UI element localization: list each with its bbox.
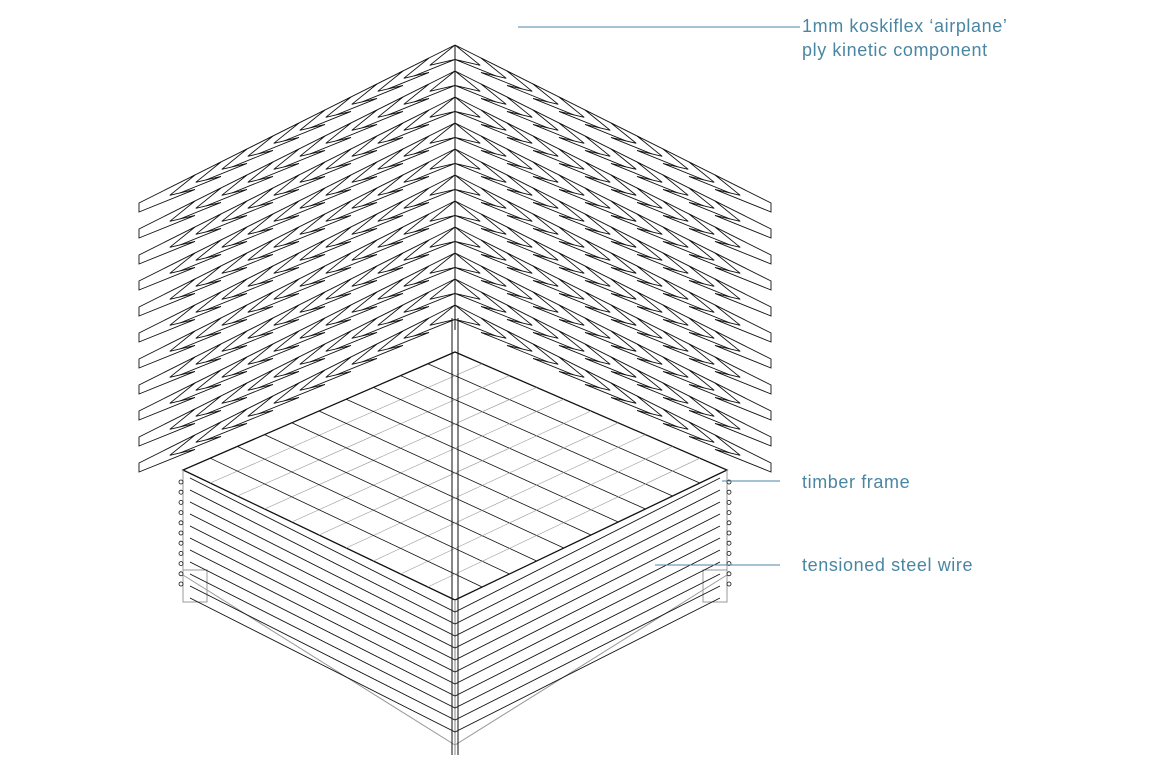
airplane-component [138,408,196,447]
wire-eyelet [178,479,184,485]
wire-eyelet [726,571,732,577]
tensioned-wire-layers [178,363,732,733]
wire-eyelet [726,489,732,495]
airplane-component [138,252,196,291]
annotation-leaders [518,26,800,566]
wire-layer-front [189,549,721,685]
wire-eyelet [726,561,732,566]
wire-eyelet [726,551,732,556]
wire-eyelet [726,510,732,515]
airplane-component [714,252,772,291]
wire-eyelet [726,540,732,546]
wire-eyelet [726,479,732,485]
airplane-label-line2: ply kinetic component [802,40,988,60]
wire-layer-front [189,573,721,709]
wire-eyelet [178,489,184,495]
airplane-component [714,304,772,343]
frame-top-outline [181,351,729,601]
wire-eyelet [726,499,732,505]
wire-layer-front [189,561,721,697]
wire-layer-front [189,525,721,661]
wire-eyelet [726,581,732,587]
frame-foot-right [702,569,728,603]
airplane-component [138,174,196,213]
steel-wire-label: tensioned steel wire [802,555,974,575]
wire-grid-line [346,422,619,549]
wire-eyelet [178,561,184,566]
wire-eyelet [178,571,184,577]
airplane-component [714,408,772,447]
airplane-component [138,278,196,317]
airplane-component [714,278,772,317]
wire-eyelet [178,551,184,556]
wire-layer-front [189,477,721,613]
airplane-component [138,200,196,239]
wire-layer-front [189,597,721,733]
airplane-component-label: 1mm koskiflex ‘airplane’ ply kinetic com… [802,14,1007,62]
wire-grid-line [264,434,537,562]
wire-grid-line [427,457,700,588]
wire-grid-line [318,410,592,536]
airplane-component-array [138,44,772,473]
timber-frame-label: timber frame [802,472,911,492]
wire-eyelet [178,540,184,546]
wire-eyelet [178,520,184,526]
wire-layer-front [189,501,721,637]
airplane-component [138,226,196,265]
wire-grid-line [210,457,483,588]
central-post [451,318,459,755]
frame-foot-left [182,569,208,603]
airplane-component [714,330,772,369]
wire-eyelet [178,510,184,515]
airplane-component [714,200,772,239]
wire-grid-line [400,446,673,575]
wire-eyelet [726,520,732,526]
wire-layer-front [189,537,721,673]
airplane-component [714,226,772,265]
wire-eyelet [178,581,184,587]
wire-layer-front [189,513,721,649]
wire-grid-line [291,422,564,549]
wire-eyelet [178,499,184,505]
airplane-component [714,174,772,213]
airplane-component [138,356,196,395]
wire-grid-line [373,434,646,562]
wire-layer-front [189,585,721,721]
airplane-component [138,382,196,421]
airplane-component [714,382,772,421]
wire-eyelet [726,530,732,536]
airplane-component [714,356,772,395]
airplane-component [138,434,196,473]
timber-frame-base [181,351,729,755]
airplane-component [138,304,196,343]
wire-layer-front [189,489,721,625]
wire-eyelet [178,530,184,536]
airplane-component [138,330,196,369]
airplane-label-line1: 1mm koskiflex ‘airplane’ [802,16,1008,36]
wire-grid-line [237,446,510,575]
airplane-component [714,434,772,473]
